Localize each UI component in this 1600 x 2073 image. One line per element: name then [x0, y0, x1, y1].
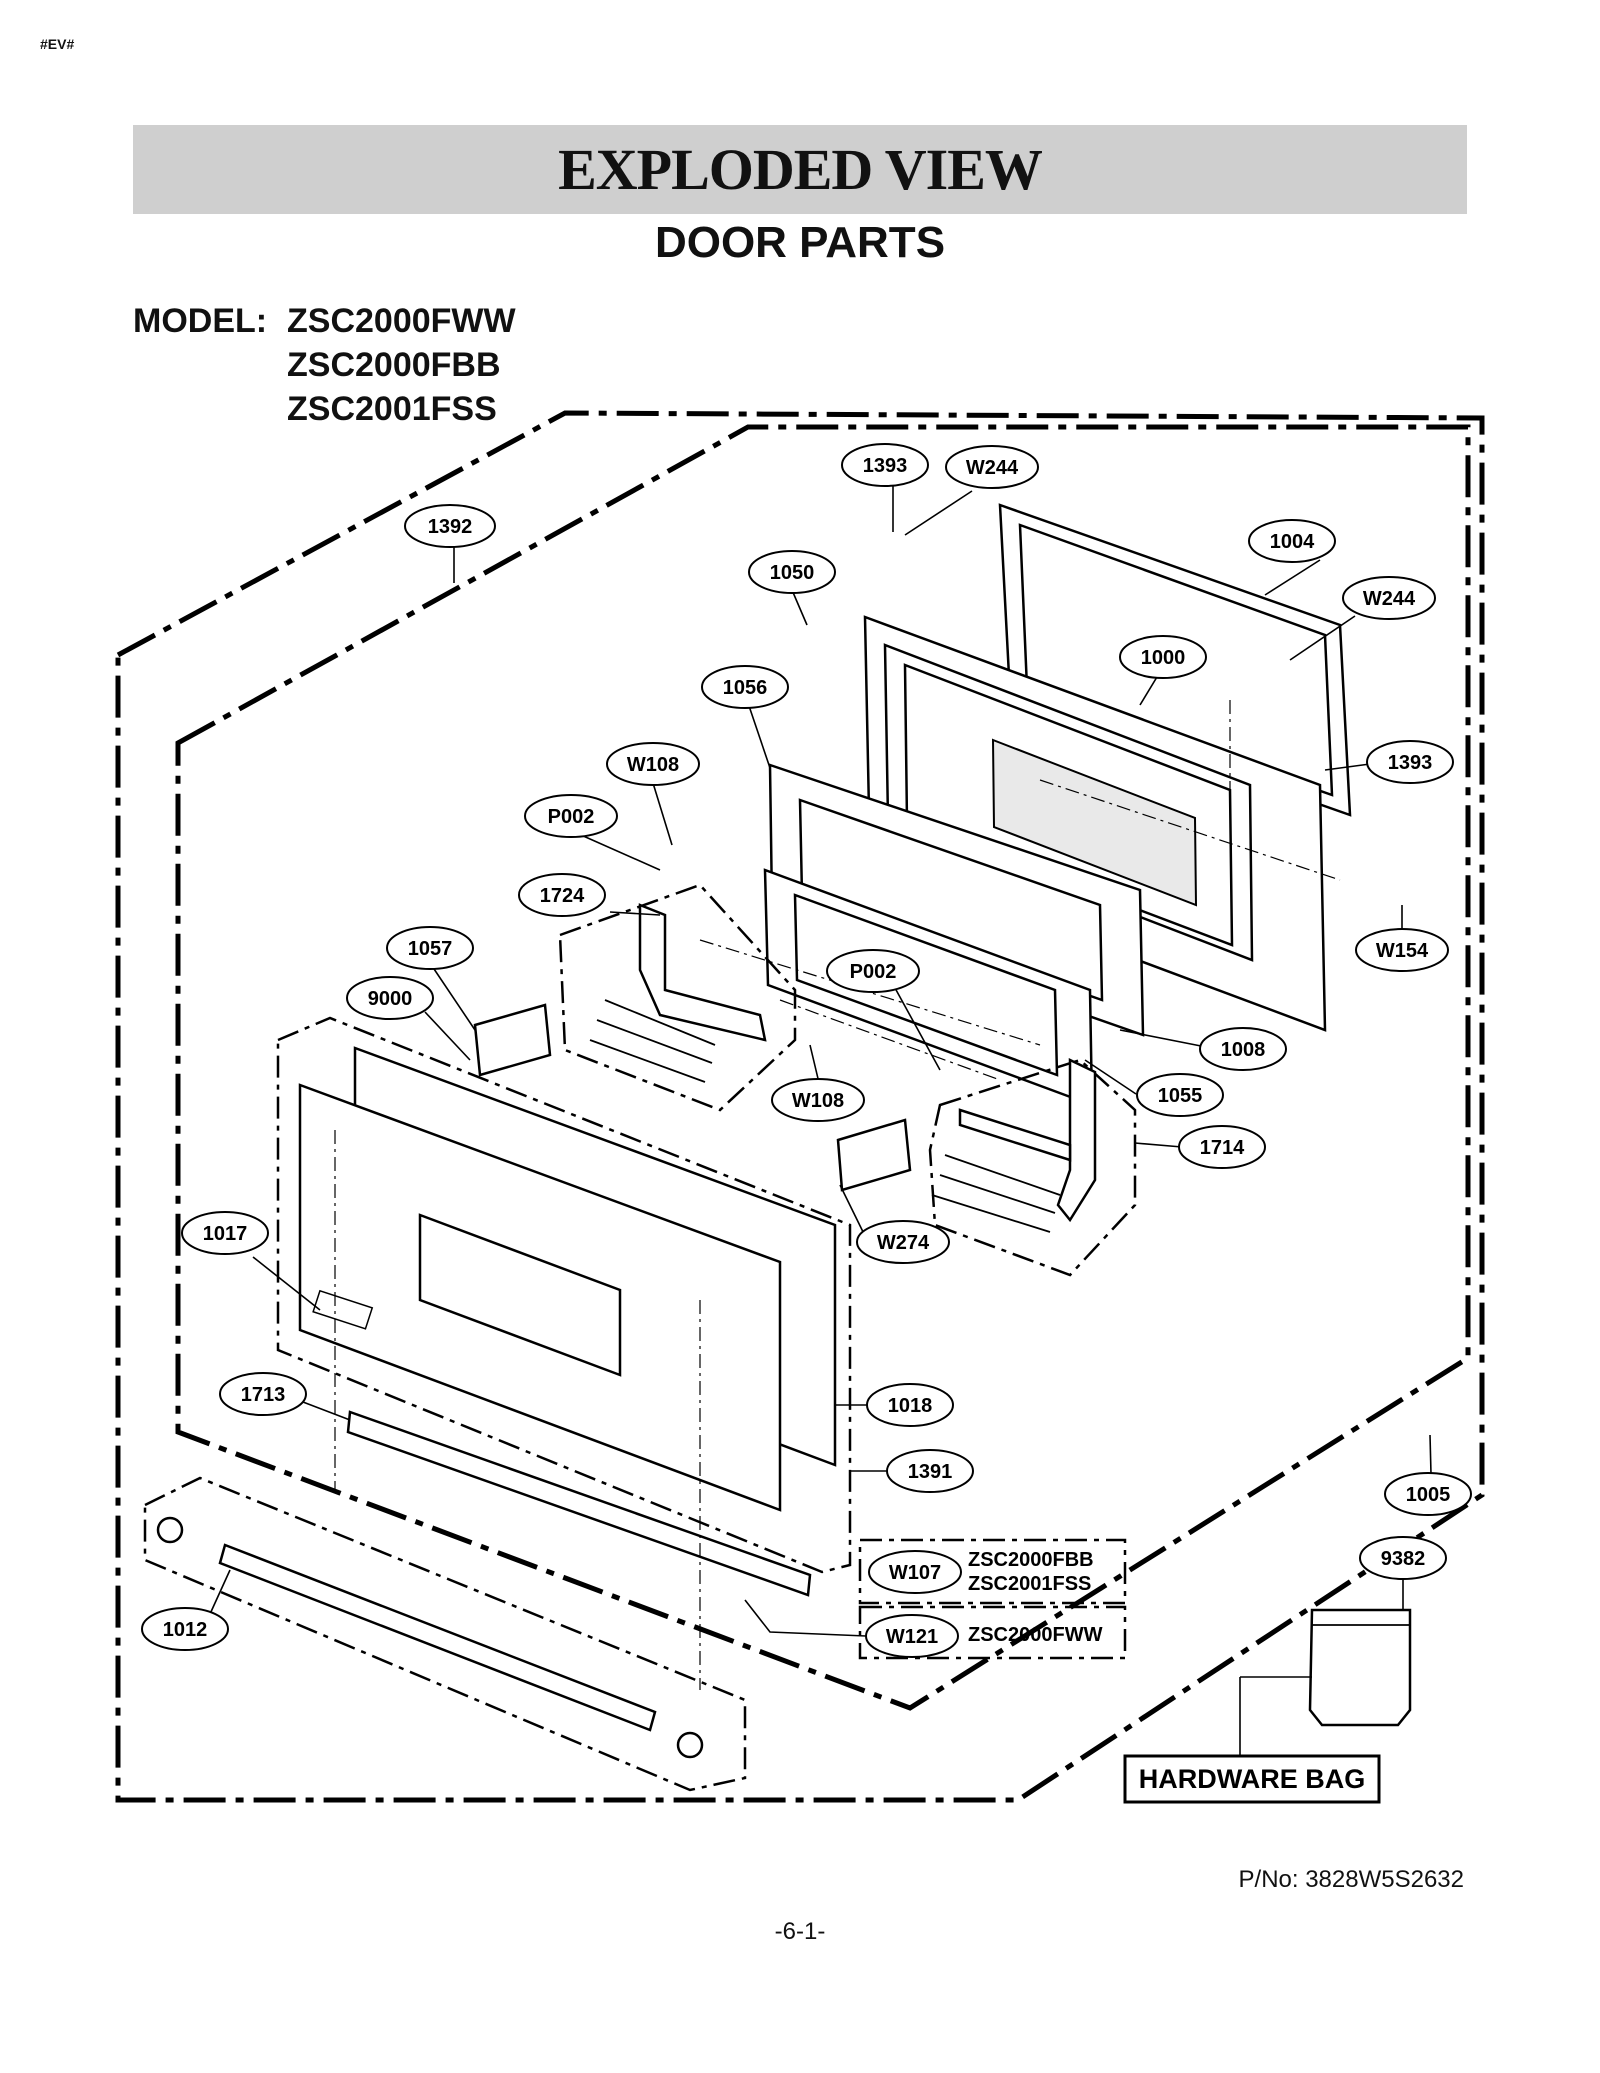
- callout-w108a: W108: [606, 742, 700, 786]
- callout-1392: 1392: [404, 504, 496, 548]
- page-title: EXPLODED VIEW: [558, 137, 1043, 202]
- callout-p002b: P002: [826, 949, 920, 993]
- callout-1017: 1017: [181, 1211, 269, 1255]
- callout-1057: 1057: [386, 926, 474, 970]
- callout-p002a: P002: [524, 794, 618, 838]
- svg-text:1393: 1393: [1388, 752, 1433, 774]
- svg-text:1005: 1005: [1406, 1484, 1451, 1506]
- note-box-w121: [858, 1605, 1127, 1660]
- callout-9000: 9000: [346, 976, 434, 1020]
- latch-1057: [473, 1003, 552, 1077]
- callout-w108b: W108: [771, 1078, 865, 1122]
- hardware-bag-icon: [1239, 1608, 1412, 1760]
- svg-text:1714: 1714: [1200, 1137, 1245, 1159]
- svg-text:1056: 1056: [723, 677, 768, 699]
- handle-1012: [156, 1516, 704, 1759]
- svg-text:W244: W244: [966, 457, 1019, 479]
- svg-text:1017: 1017: [203, 1223, 248, 1245]
- svg-text:1724: 1724: [540, 885, 585, 907]
- door-glass-group: [276, 1016, 852, 1574]
- svg-text:1012: 1012: [163, 1619, 208, 1641]
- svg-text:9382: 9382: [1381, 1548, 1426, 1570]
- callout-w274: W274: [856, 1220, 950, 1264]
- callout-1714: 1714: [1178, 1125, 1266, 1169]
- callout-1391: 1391: [886, 1449, 974, 1493]
- callouts: 1393 W244 1392 1004 1050 W244 1000 1056 …: [141, 443, 1472, 1658]
- callout-1055: 1055: [1136, 1073, 1224, 1117]
- latch-right: [836, 1118, 912, 1192]
- hinge-right: [931, 1058, 1097, 1233]
- bar-1713: [346, 1410, 812, 1597]
- svg-text:W274: W274: [877, 1232, 930, 1254]
- model-label: MODEL:: [133, 302, 268, 340]
- hinge-left: [589, 903, 767, 1083]
- svg-text:W107: W107: [889, 1562, 941, 1584]
- callout-1056: 1056: [701, 665, 789, 709]
- callout-1005: 1005: [1384, 1472, 1472, 1516]
- callout-1393b: 1393: [1366, 740, 1454, 784]
- svg-text:1050: 1050: [770, 562, 815, 584]
- callout-1008: 1008: [1199, 1027, 1287, 1071]
- svg-text:1004: 1004: [1270, 531, 1315, 553]
- document-tag: #EV#: [40, 36, 75, 52]
- hardware-bag-label: HARDWARE BAG: [1139, 1764, 1366, 1794]
- w107-model-2: ZSC2001FSS: [968, 1573, 1091, 1595]
- callout-1393a: 1393: [841, 443, 929, 487]
- callout-w121: W121: [865, 1614, 959, 1658]
- callout-w107: W107: [868, 1550, 962, 1594]
- svg-text:1000: 1000: [1141, 647, 1186, 669]
- title-banner: EXPLODED VIEW: [133, 125, 1467, 214]
- page-subtitle: DOOR PARTS: [654, 218, 946, 267]
- svg-text:W244: W244: [1363, 588, 1416, 610]
- w121-model-1: ZSC2000FWW: [968, 1624, 1103, 1646]
- callout-9382: 9382: [1359, 1536, 1447, 1580]
- callout-1004: 1004: [1248, 519, 1336, 563]
- callout-w154: W154: [1355, 928, 1449, 972]
- svg-text:P002: P002: [850, 961, 897, 983]
- svg-text:9000: 9000: [368, 988, 413, 1010]
- page-number: -6-1-: [774, 1918, 826, 1945]
- inner-border: [175, 424, 1471, 1711]
- svg-text:1392: 1392: [428, 516, 473, 538]
- svg-text:P002: P002: [548, 806, 595, 828]
- svg-text:W121: W121: [886, 1626, 938, 1648]
- hinge-group-right: [928, 1058, 1137, 1277]
- outer-border: [115, 410, 1485, 1803]
- svg-text:W154: W154: [1376, 940, 1429, 962]
- svg-text:W108: W108: [627, 754, 679, 776]
- svg-text:W108: W108: [792, 1090, 844, 1112]
- svg-text:1008: 1008: [1221, 1039, 1266, 1061]
- model-3: ZSC2001FSS: [287, 390, 497, 428]
- model-2: ZSC2000FBB: [287, 346, 501, 384]
- svg-text:1713: 1713: [241, 1384, 286, 1406]
- frame-1000: [863, 615, 1327, 1032]
- callout-1012: 1012: [141, 1607, 229, 1651]
- callout-1724: 1724: [518, 873, 606, 917]
- door-panel-1017: [298, 1083, 782, 1512]
- callout-1713: 1713: [219, 1372, 307, 1416]
- callout-w244b: W244: [1342, 576, 1436, 620]
- part-number: P/No: 3828W5S2632: [1238, 1866, 1464, 1893]
- svg-text:1018: 1018: [888, 1395, 933, 1417]
- note-box-w107: [858, 1538, 1127, 1605]
- w107-model-1: ZSC2000FBB: [968, 1549, 1094, 1571]
- handle-group: [143, 1476, 747, 1792]
- hardware-bag-box: [1123, 1754, 1381, 1804]
- callout-1018: 1018: [866, 1383, 954, 1427]
- callout-1050: 1050: [748, 550, 836, 594]
- callout-1000: 1000: [1119, 635, 1207, 679]
- hinge-group-left: [558, 883, 797, 1112]
- svg-text:1393: 1393: [863, 455, 908, 477]
- svg-text:1057: 1057: [408, 938, 453, 960]
- callout-w244a: W244: [945, 445, 1039, 489]
- svg-text:1391: 1391: [908, 1461, 953, 1483]
- svg-text:1055: 1055: [1158, 1085, 1203, 1107]
- model-1: ZSC2000FWW: [287, 302, 516, 340]
